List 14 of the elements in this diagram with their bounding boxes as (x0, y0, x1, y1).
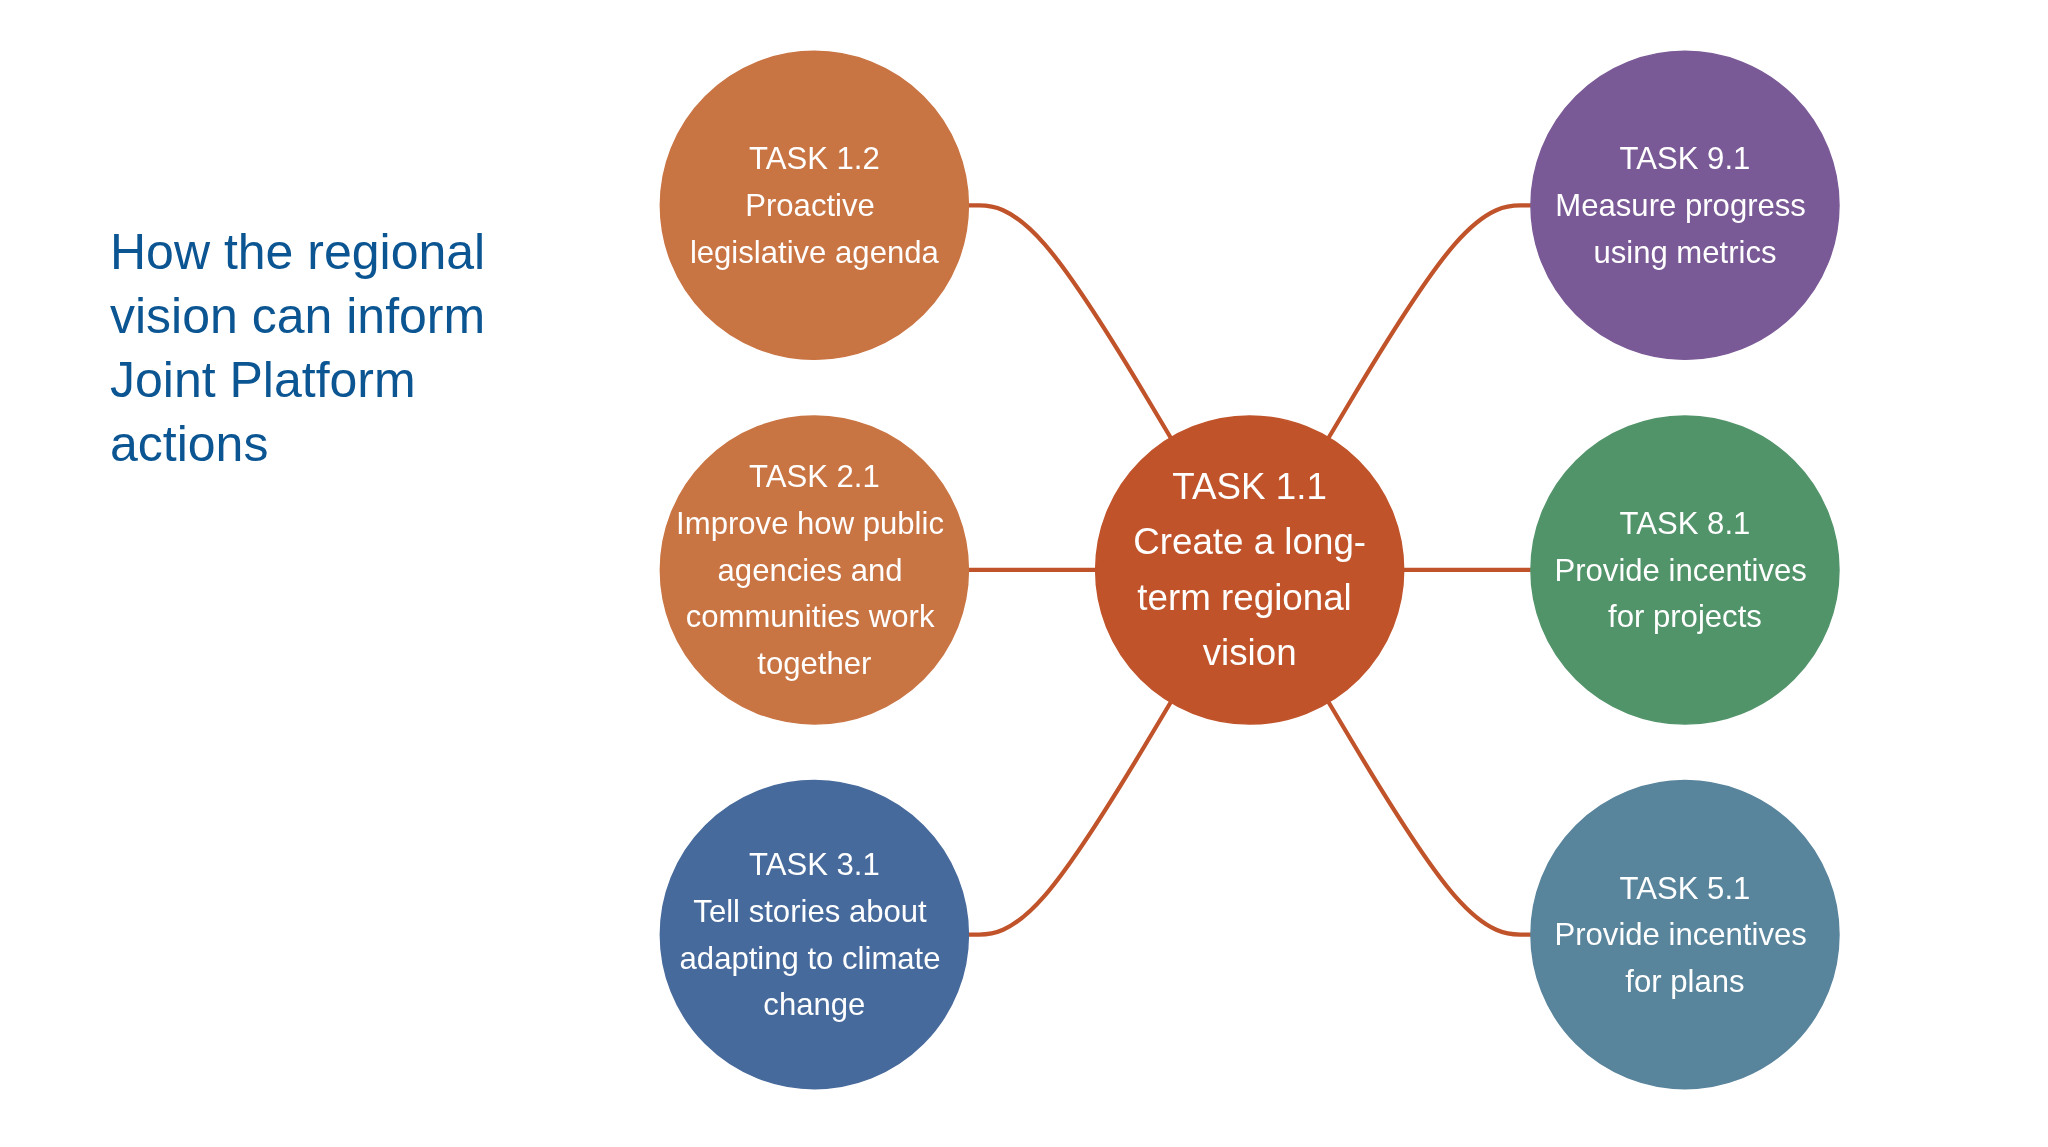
node-circle: TASK 9.1 Measure progress using metrics (1530, 50, 1841, 361)
node-circle: TASK 3.1 Tell stories about adapting to climate change (659, 779, 970, 1090)
node-circle: TASK 1.2 Proactive legislative agenda (659, 50, 970, 361)
connector (968, 203, 1173, 439)
connector (968, 567, 1096, 573)
node-circle: TASK 8.1 Provide incentives for projects (1530, 415, 1841, 725)
connector (1327, 701, 1532, 937)
connector (1404, 567, 1532, 573)
node-circle: TASK 1.1 Create a long-term regional vision (1095, 415, 1405, 725)
node-circle: TASK 5.1 Provide incentives for plans (1530, 779, 1841, 1090)
connector (968, 701, 1173, 937)
diagram-title: How the regional vision can inform Joint Platform actions (110, 223, 487, 474)
connector (1327, 203, 1532, 439)
node-circle: TASK 2.1 Improve how public agencies and communities work together (659, 415, 970, 725)
